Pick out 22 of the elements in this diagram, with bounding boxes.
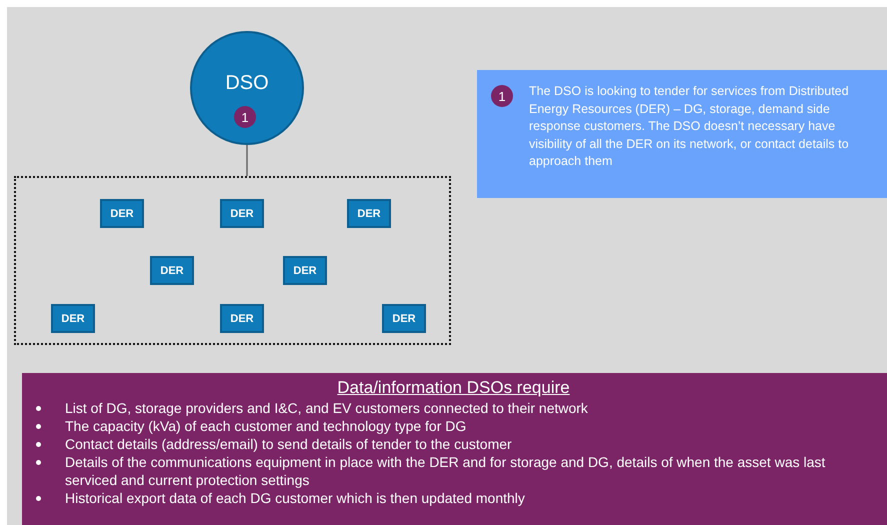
- node-label: DSO: [225, 71, 269, 95]
- step-number-badge: 1: [491, 85, 513, 107]
- der-box: DER: [220, 304, 264, 333]
- der-box: DER: [283, 256, 327, 285]
- note-panel: [477, 70, 887, 198]
- bullet-text: Contact details (address/email) to send details of tender to the customer: [65, 435, 512, 453]
- dotted-group-frame: [14, 176, 451, 345]
- connector-line: [246, 145, 248, 176]
- step-number-badge: 1: [234, 106, 256, 128]
- panel-heading: Data/information DSOs require: [337, 378, 570, 397]
- der-box: DER: [100, 199, 144, 228]
- bullet-text: The capacity (kVa) of each customer and technology type for DG: [65, 417, 466, 435]
- requirements-panel: [22, 373, 887, 525]
- bullet-text: List of DG, storage providers and I&C, and EV customers connected to their network: [65, 399, 588, 417]
- der-box: DER: [220, 199, 264, 228]
- der-box: DER: [150, 256, 194, 285]
- note-text: The DSO is looking to tender for services from Distributed Energy Resources (DER) – DG, storage, demand side response customers. The DSO doesn’t necessary have visibility of all the DER on its network, or contact details to approach them: [529, 83, 850, 170]
- bullet-text: Details of the communications equipment in place with the DER and for storage and DG, details of when the asset was last serviced and current protection settings: [65, 453, 826, 489]
- der-box: DER: [51, 304, 95, 333]
- bullet-text: Historical export data of each DG customer which is then updated monthly: [65, 489, 525, 507]
- der-box: DER: [347, 199, 391, 228]
- der-box: DER: [382, 304, 426, 333]
